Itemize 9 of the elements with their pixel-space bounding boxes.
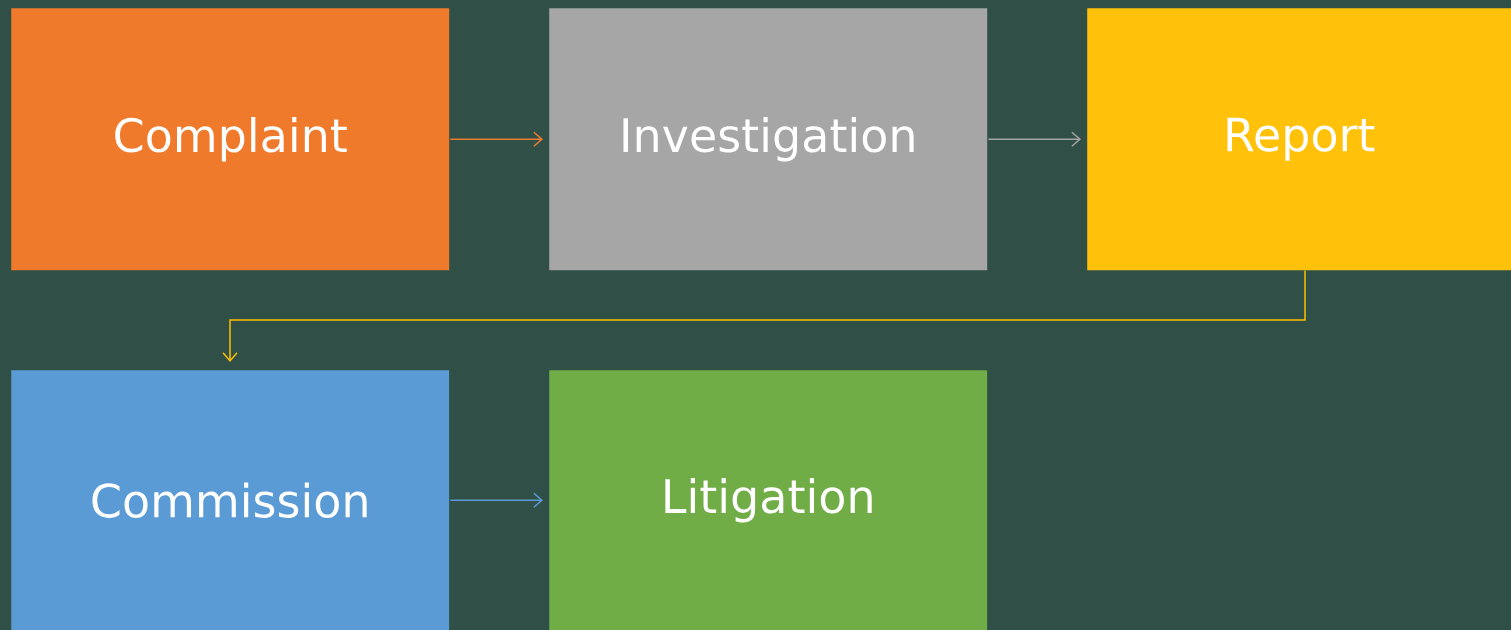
arrow <box>449 131 543 147</box>
process-box: Complaint <box>11 8 450 271</box>
arrow <box>222 269 1306 362</box>
arrow <box>987 131 1081 147</box>
process-box: Commission <box>11 370 450 630</box>
process-box: Investigation <box>549 8 988 271</box>
process-box: Litigation <box>549 370 988 630</box>
process-box: Report <box>1087 8 1511 271</box>
arrow <box>449 492 543 508</box>
